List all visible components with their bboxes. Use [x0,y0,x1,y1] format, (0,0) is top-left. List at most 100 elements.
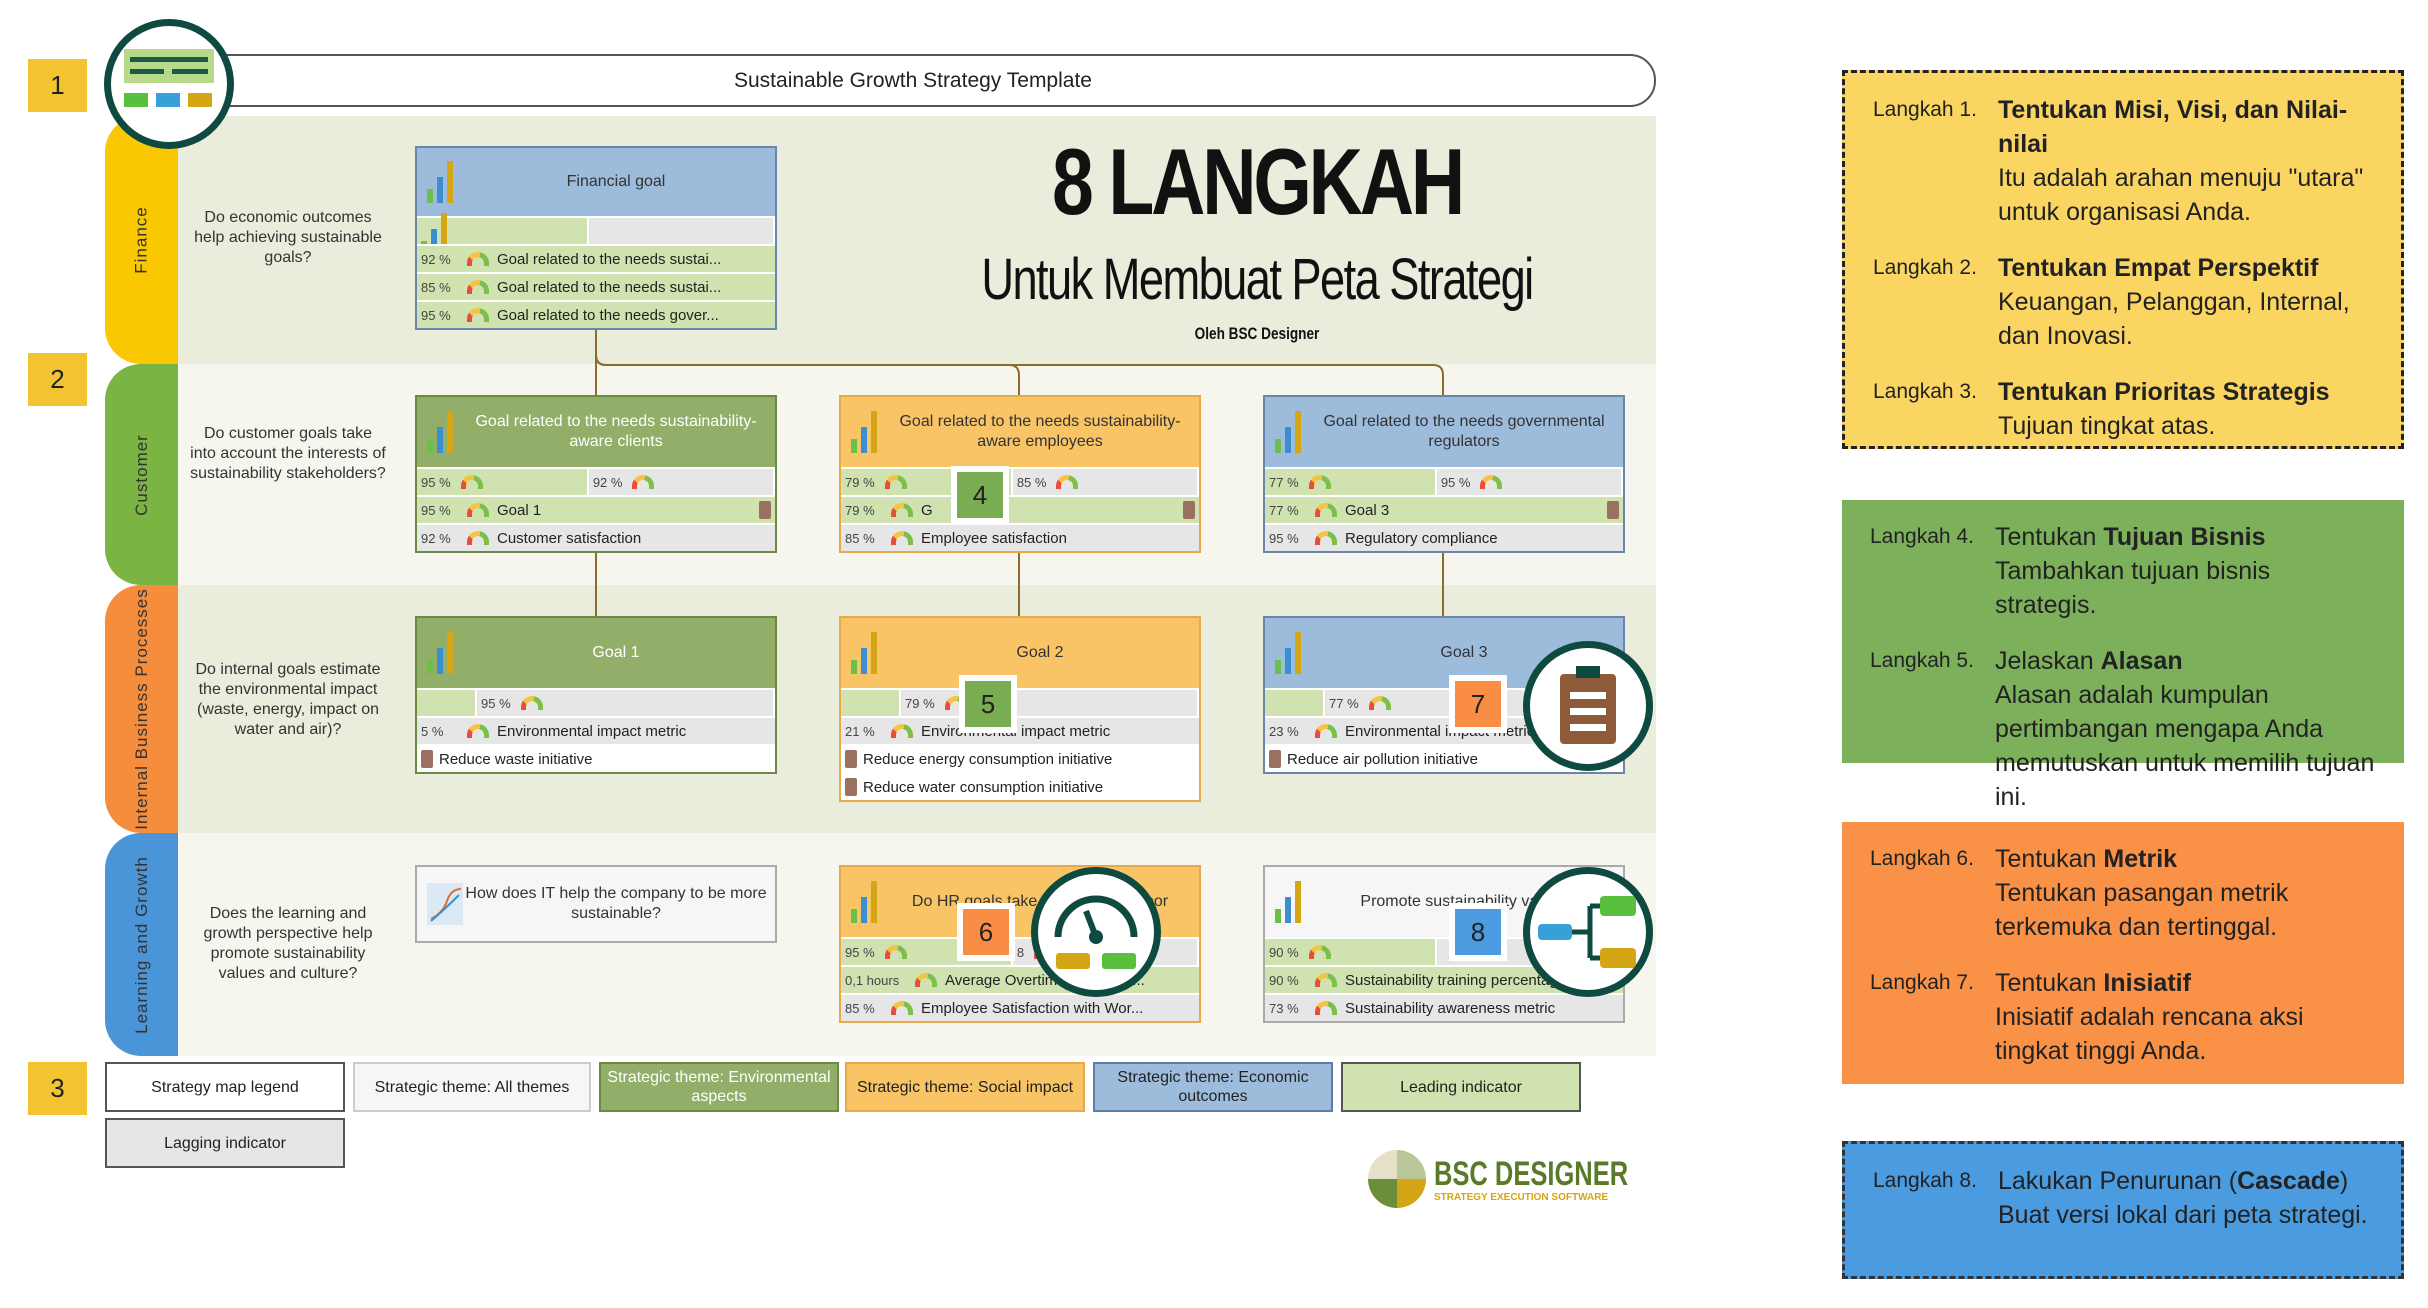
lagging-indicator[interactable]: 95 % [1436,469,1623,495]
goal-header[interactable]: Goal related to the needs sustainability… [417,397,775,467]
gauge-icon [1315,724,1337,738]
indicator-value: 8 [1016,944,1025,960]
leading-indicator[interactable] [417,213,589,255]
leading-indicator[interactable] [841,690,901,716]
gauge-icon [1308,945,1331,959]
legend-economic[interactable]: Strategic theme: Economic outcomes [1093,1062,1333,1112]
gauge-icon [891,1001,913,1015]
goal-header[interactable]: Financial goal [417,148,775,216]
indicator-split-row[interactable] [417,213,775,255]
hero-title: 8 LANGKAH [1052,129,1465,234]
goal-title: Goal 1 [592,644,640,661]
goal-header[interactable]: Goal 2 [841,618,1199,688]
gauge-icon [891,724,913,738]
connector-lines [595,330,1444,616]
indicator-value: 77 % [1329,695,1359,711]
initiative-icon [1607,501,1619,519]
bsc-designer-logo: BSC DESIGNER STRATEGY EXECUTION SOFTWARE [1368,1150,1693,1208]
connector-line [595,330,1020,395]
indicator-value: 95 % [1440,474,1471,490]
gauge-icon [915,973,937,987]
goal-header[interactable]: Goal related to the needs governmental r… [1265,397,1623,467]
legend-environmental[interactable]: Strategic theme: Environmental aspects [599,1062,839,1112]
legend-leading[interactable]: Leading indicator [1341,1062,1581,1112]
indicator-label: Regulatory compliance [1345,529,1498,547]
metric-row[interactable]: 92 %Goal related to the needs sustai... [417,244,775,272]
perspective-internal[interactable]: Internal Business Processes [105,585,178,833]
step-marker-4: 4 [951,466,1009,524]
initiative-row[interactable]: Reduce water consumption initiative [841,772,1199,800]
indicator-value: 77 % [1269,474,1299,490]
metric-row[interactable]: 95 %Goal related to the needs gover... [417,300,775,328]
indicator-split-row[interactable]: 79 % [841,688,1199,716]
goal-customer-employees[interactable]: Goal related to the needs sustainability… [839,395,1201,553]
lagging-indicator[interactable] [588,218,775,244]
mission-vision-icon [104,19,234,149]
gauge-icon [891,531,913,545]
step-heading-bold: Inisiatif [2103,969,2191,997]
metric-row[interactable]: 92 %Customer satisfaction [417,523,775,551]
indicator-value: 92 % [592,474,623,490]
indicator-value: 85 % [845,1000,875,1016]
goal-financial[interactable]: Financial goal 92 %Goal related to the ne… [415,146,777,330]
perspective-finance[interactable]: Finance [105,116,178,364]
metric-row[interactable]: 79 %G [841,495,1199,523]
indicator-label: Sustainability awareness metric [1345,999,1556,1017]
metric-row[interactable]: 73 %Sustainability awareness metric [1265,993,1623,1021]
step-heading-bold: Tujuan Bisnis [2103,523,2266,551]
legend-social[interactable]: Strategic theme: Social impact [845,1062,1085,1112]
goal-header[interactable]: Goal 1 [417,618,775,688]
step-heading: Tentukan Prioritas Strategis [1998,375,2330,409]
indicator-value: 90 % [1269,972,1299,988]
step-badge-1: 1 [28,59,87,112]
indicator-split-row[interactable]: 77 % 95 % [1265,467,1623,495]
goal-header[interactable]: Goal related to the needs sustainability… [841,397,1199,467]
lagging-indicator[interactable]: 85 % [1012,469,1199,495]
leading-indicator[interactable] [1265,690,1325,716]
goal-internal-1[interactable]: Goal 1 95 %5 %Environmental impact metric… [415,616,777,774]
metric-row[interactable]: 85 %Goal related to the needs sustai... [417,272,775,300]
step-badge-2: 2 [28,353,87,406]
goal-header[interactable]: How does IT help the company to be more … [417,867,775,941]
metric-row[interactable]: 95 %Regulatory compliance [1265,523,1623,551]
lagging-indicator[interactable]: 79 % [901,690,1199,716]
step-item: Langkah 8.Lakukan Penurunan (Cascade)Bua… [1873,1164,2373,1232]
metric-row[interactable]: 77 %Goal 3 [1265,495,1623,523]
perspective-learning[interactable]: Learning and Growth [105,833,178,1056]
goal-customer-regulators[interactable]: Goal related to the needs governmental r… [1263,395,1625,553]
legend-all-themes[interactable]: Strategic theme: All themes [353,1062,591,1112]
indicator-label: Goal related to the needs sustai... [497,278,722,296]
step-description: Buat versi lokal dari peta strategi. [1998,1201,2368,1229]
initiative-row[interactable]: Reduce energy consumption initiative [841,744,1199,772]
indicator-split-row[interactable]: 95 %92 % [417,467,775,495]
metric-row[interactable]: 95 %Goal 1 [417,495,775,523]
leading-indicator[interactable]: 90 % [1265,939,1437,965]
leading-indicator[interactable]: 77 % [1265,469,1437,495]
legend-strategy-map[interactable]: Strategy map legend [105,1062,345,1112]
indicator-split-row[interactable]: 79 %85 % [841,467,1199,495]
goal-internal-2[interactable]: Goal 279 %21 %Environmental impact metri… [839,616,1201,802]
metric-row[interactable]: 21 %Environmental impact metric [841,716,1199,744]
lagging-indicator[interactable]: 95 % [477,690,775,716]
metric-row[interactable]: 85 %Employee satisfaction [841,523,1199,551]
metric-row[interactable]: 85 %Employee Satisfaction with Wor... [841,993,1199,1021]
question-it-sustainability[interactable]: How does IT help the company to be more … [415,865,777,943]
map-title-bar[interactable]: Sustainable Growth Strategy Template [170,54,1656,107]
goal-customer-clients[interactable]: Goal related to the needs sustainability… [415,395,777,553]
gauge-icon [1368,696,1391,710]
gauge-icon [884,945,907,959]
leading-indicator[interactable]: 95 % [417,469,589,495]
gauge-icon [467,280,489,294]
legend-lagging[interactable]: Lagging indicator [105,1118,345,1168]
initiative-row[interactable]: Reduce waste initiative [417,744,775,772]
initiative-icon [845,750,857,768]
indicator-split-row[interactable]: 95 % [417,688,775,716]
perspective-customer[interactable]: Customer [105,364,178,585]
metric-row[interactable]: 5 %Environmental impact metric [417,716,775,744]
indicator-value: 21 % [845,723,875,739]
step-marker-6: 6 [957,903,1015,961]
lagging-indicator[interactable]: 92 % [588,469,775,495]
leading-indicator[interactable] [417,690,477,716]
